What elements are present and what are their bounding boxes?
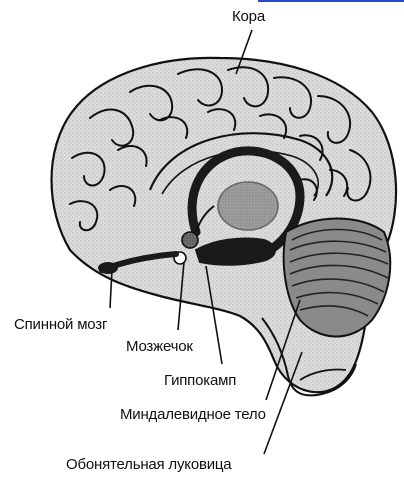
label-amygdala: Миндалевидное тело (120, 406, 266, 423)
label-olfactory-bulb: Обонятельная луковица (66, 456, 231, 473)
label-hippocampus: Гиппокамп (164, 372, 236, 389)
cerebellum (284, 219, 391, 337)
label-spinal-cord: Спинной мозг (14, 316, 107, 333)
amygdala (182, 232, 198, 248)
thalamus (218, 182, 278, 230)
olfactory-bulb (98, 262, 118, 274)
label-cortex: Кора (232, 8, 265, 25)
label-cerebellum: Мозжечок (126, 338, 193, 355)
